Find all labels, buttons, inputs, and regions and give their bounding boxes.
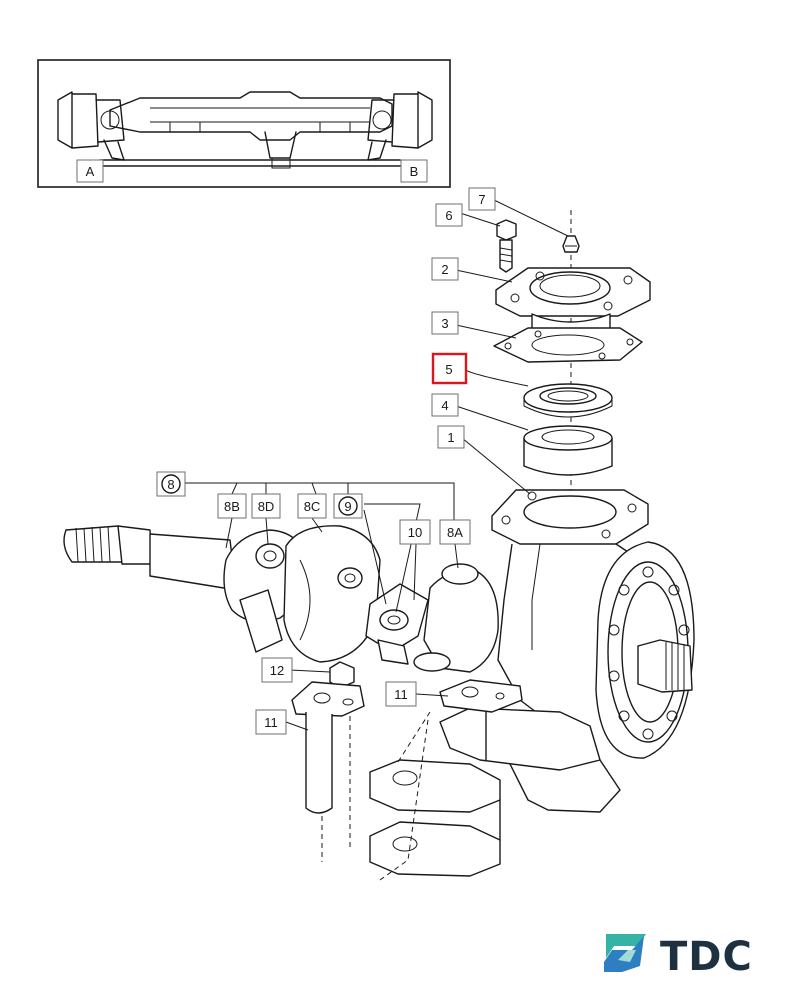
svg-text:11: 11 (394, 687, 408, 702)
callout-11-right[interactable]: 11 (385, 681, 417, 707)
part-1-knuckle-housing (369, 489, 695, 877)
svg-text:7: 7 (478, 192, 485, 207)
svg-text:8A: 8A (447, 525, 463, 540)
svg-text:8: 8 (167, 477, 174, 492)
inset-label-b: B (410, 164, 419, 179)
svg-text:6: 6 (445, 208, 452, 223)
callout-2[interactable]: 2 (431, 257, 459, 281)
callout-8d[interactable]: 8D (251, 493, 281, 519)
svg-text:8C: 8C (304, 499, 321, 514)
callout-7[interactable]: 7 (468, 187, 496, 211)
part-11-pin-left (291, 681, 365, 862)
callout-5-highlighted[interactable]: 5 (431, 352, 468, 385)
axle-overview-inset: A B (37, 59, 451, 188)
hub-bolt-holes (608, 566, 690, 740)
callout-4[interactable]: 4 (431, 393, 459, 417)
callout-8c[interactable]: 8C (297, 493, 327, 519)
callout-8[interactable]: 8 (156, 471, 186, 497)
callout-11-left[interactable]: 11 (255, 709, 287, 735)
part-5-seal (523, 383, 613, 418)
svg-text:8D: 8D (258, 499, 275, 514)
svg-text:5: 5 (445, 362, 452, 377)
part-6-bolt (496, 219, 517, 273)
svg-text:1: 1 (447, 430, 454, 445)
callout-3[interactable]: 3 (431, 311, 459, 335)
svg-text:12: 12 (270, 663, 284, 678)
svg-text:9: 9 (344, 499, 351, 514)
callout-10[interactable]: 10 (399, 519, 431, 545)
callout-8b[interactable]: 8B (217, 493, 247, 519)
svg-text:4: 4 (441, 398, 448, 413)
svg-text:11: 11 (264, 715, 278, 730)
leader-lines (184, 198, 569, 731)
part-7-grease-nipple (562, 235, 580, 253)
tdc-brand-logo: TDC (604, 934, 753, 980)
part-11-pin-right (379, 679, 523, 881)
svg-text:2: 2 (441, 262, 448, 277)
callout-1[interactable]: 1 (437, 425, 465, 449)
svg-text:8B: 8B (224, 499, 240, 514)
part-8-drive-shaft (63, 525, 499, 673)
callout-8a[interactable]: 8A (439, 519, 471, 545)
inset-label-a: A (86, 164, 95, 179)
brand-name: TDC (660, 934, 753, 980)
svg-text:3: 3 (441, 316, 448, 331)
tdc-logo-icon (604, 934, 646, 972)
callout-6[interactable]: 6 (435, 203, 463, 227)
part-3-gasket (493, 327, 643, 363)
callout-12[interactable]: 12 (261, 657, 293, 683)
part-4-bearing (523, 425, 613, 476)
callout-9[interactable]: 9 (333, 493, 363, 519)
svg-text:10: 10 (408, 525, 422, 540)
